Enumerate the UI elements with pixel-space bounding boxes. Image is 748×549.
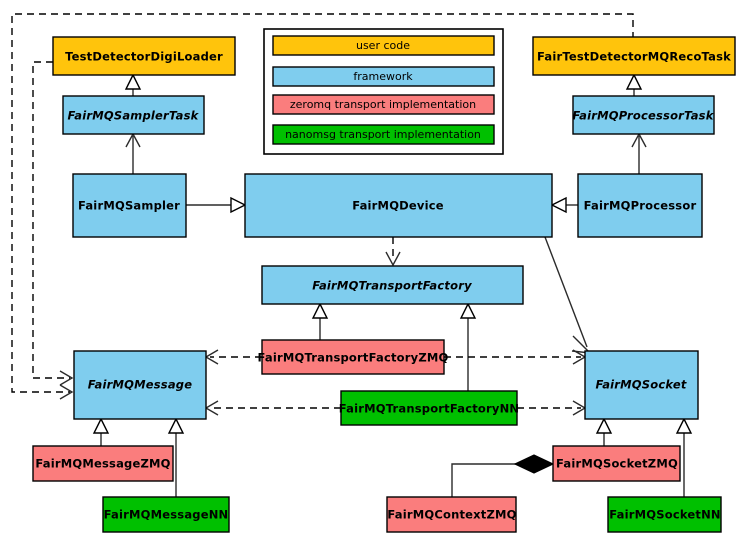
class-box-fairmqprocessor[interactable]: FairMQProcessor bbox=[577, 173, 703, 238]
class-box-fairmqtransportfactoryzmq[interactable]: FairMQTransportFactoryZMQ bbox=[257, 339, 448, 375]
dependency-route-digiloader-to-message bbox=[32, 61, 70, 379]
legend-label-zeromq: zeromq transport implementation bbox=[290, 98, 476, 111]
legend-panel: user code framework zeromq transport imp… bbox=[263, 28, 504, 155]
class-label-fairmqtransportfactorynn: FairMQTransportFactoryNN bbox=[339, 402, 520, 416]
class-label-fairmqprocessortask: FairMQProcessorTask bbox=[572, 109, 714, 123]
class-label-fairmqdevice: FairMQDevice bbox=[352, 199, 444, 213]
class-box-fairmqmessagenn[interactable]: FairMQMessageNN bbox=[102, 496, 230, 533]
class-label-fairmqtransportfactoryzmq: FairMQTransportFactoryZMQ bbox=[257, 351, 448, 365]
class-box-fairmqtransportfactory[interactable]: FairMQTransportFactory bbox=[261, 265, 524, 305]
edge-transportfactorynn-to-transportfactory bbox=[459, 302, 477, 391]
class-box-fairmqsamplertask[interactable]: FairMQSamplerTask bbox=[62, 95, 205, 135]
class-label-fairmqtransportfactory: FairMQTransportFactory bbox=[312, 279, 472, 293]
dependency-route-recotask-to-message bbox=[11, 13, 634, 393]
legend-label-user-code: user code bbox=[356, 39, 410, 52]
class-label-fairmqmessagezmq: FairMQMessageZMQ bbox=[35, 457, 170, 471]
class-label-fairmqsamplertask: FairMQSamplerTask bbox=[68, 109, 200, 123]
class-box-fairmqdevice[interactable]: FairMQDevice bbox=[244, 173, 553, 238]
class-box-fairmqcontextzmq[interactable]: FairMQContextZMQ bbox=[386, 496, 517, 533]
class-label-fairmqsocket: FairMQSocket bbox=[595, 378, 686, 392]
class-label-fairmqmessage: FairMQMessage bbox=[88, 378, 192, 392]
edge-processortask-to-recotask bbox=[625, 73, 643, 96]
edge-sampler-to-device bbox=[186, 196, 247, 214]
class-box-fairmqmessage[interactable]: FairMQMessage bbox=[73, 350, 207, 420]
class-label-fairmqsocketnn: FairMQSocketNN bbox=[609, 508, 720, 522]
class-box-fairtestdetectormqrecotask[interactable]: FairTestDetectorMQRecoTask bbox=[532, 36, 736, 76]
class-label-fairmqsampler: FairMQSampler bbox=[78, 199, 180, 213]
class-label-fairmqprocessor: FairMQProcessor bbox=[584, 199, 697, 213]
class-box-fairmqprocessortask[interactable]: FairMQProcessorTask bbox=[572, 95, 715, 135]
dependency-arrowhead-into-message-upper bbox=[59, 370, 74, 386]
edge-messagenn-to-message bbox=[167, 417, 185, 497]
edge-transportfactoryzmq-to-transportfactory bbox=[311, 302, 329, 340]
legend-item-nanomsg: nanomsg transport implementation bbox=[272, 124, 495, 145]
class-box-fairmqsocketzmq[interactable]: FairMQSocketZMQ bbox=[552, 445, 681, 482]
class-label-testdetectordigiloader: TestDetectorDigiLoader bbox=[65, 50, 223, 64]
edge-processor-to-device bbox=[550, 196, 578, 214]
legend-item-framework: framework bbox=[272, 66, 495, 87]
edge-samplertask-to-digiloader bbox=[124, 73, 142, 96]
dependency-arrowhead-into-message-lower bbox=[59, 384, 74, 400]
legend-label-framework: framework bbox=[353, 70, 413, 83]
legend-label-nanomsg: nanomsg transport implementation bbox=[285, 128, 481, 141]
legend-item-zeromq: zeromq transport implementation bbox=[272, 94, 495, 115]
class-box-fairmqsocket[interactable]: FairMQSocket bbox=[584, 350, 699, 420]
class-box-fairmqsampler[interactable]: FairMQSampler bbox=[72, 173, 187, 238]
class-label-fairtestdetectormqrecotask: FairTestDetectorMQRecoTask bbox=[537, 50, 731, 64]
class-label-fairmqcontextzmq: FairMQContextZMQ bbox=[387, 508, 516, 522]
class-box-fairmqtransportfactorynn[interactable]: FairMQTransportFactoryNN bbox=[339, 390, 520, 426]
class-label-fairmqmessagenn: FairMQMessageNN bbox=[104, 508, 229, 522]
edge-messagezmq-to-message bbox=[92, 417, 110, 446]
edge-contextzmq-to-socketzmq bbox=[451, 454, 555, 497]
class-label-fairmqsocketzmq: FairMQSocketZMQ bbox=[556, 457, 678, 471]
edge-socketnn-to-socket bbox=[675, 417, 693, 497]
edge-device-to-transportfactory bbox=[385, 237, 401, 267]
edge-socketzmq-to-socket bbox=[595, 417, 613, 446]
class-box-fairmqmessagezmq[interactable]: FairMQMessageZMQ bbox=[32, 445, 174, 482]
class-box-testdetectordigiloader[interactable]: TestDetectorDigiLoader bbox=[52, 36, 236, 76]
class-box-fairmqsocketnn[interactable]: FairMQSocketNN bbox=[607, 496, 722, 533]
legend-item-user-code: user code bbox=[272, 35, 495, 56]
